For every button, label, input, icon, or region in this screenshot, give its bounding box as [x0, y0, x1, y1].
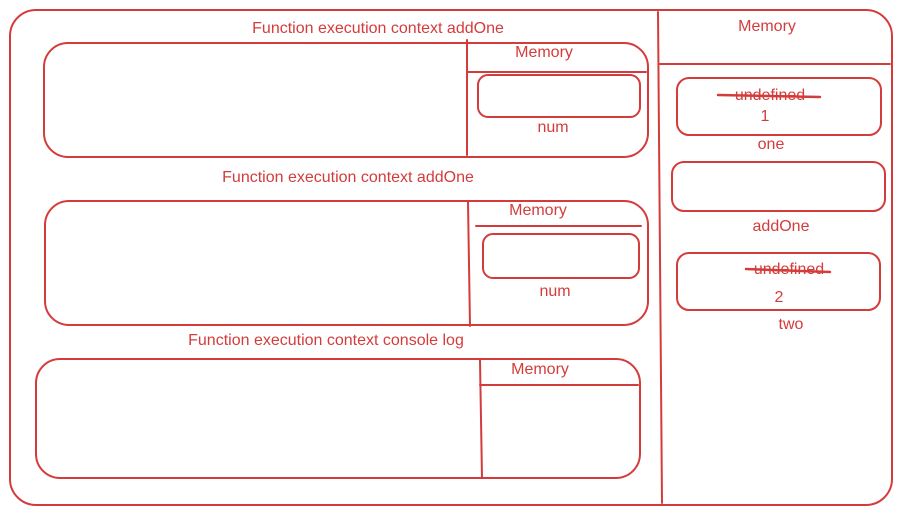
global-slot-one — [676, 77, 882, 136]
global-slot-one-strikethrough — [716, 93, 822, 99]
context-1-num-label: num — [537, 119, 568, 136]
global-slot-addone — [671, 161, 886, 212]
context-1-memory-label: Memory — [515, 44, 573, 61]
context-2-memory-label: Memory — [509, 202, 567, 219]
global-slot-two-label: two — [779, 316, 804, 333]
context-1-num-slot — [477, 74, 641, 118]
context-2-title: Function execution context addOne — [222, 169, 474, 186]
context-1-title: Function execution context addOne — [252, 20, 504, 37]
global-context-frame — [9, 9, 893, 506]
context-2-box — [44, 200, 649, 326]
global-slot-two — [676, 252, 881, 311]
global-slot-one-label: one — [758, 136, 785, 153]
context-1-box — [43, 42, 649, 158]
global-memory-label: Memory — [738, 18, 796, 35]
global-slot-two-value: 2 — [775, 289, 784, 306]
context-2-num-label: num — [539, 283, 570, 300]
context-3-memory-label: Memory — [511, 361, 569, 378]
context-2-num-slot — [482, 233, 640, 279]
context-2-divider — [467, 201, 471, 327]
global-divider — [657, 11, 663, 504]
global-slot-two-strikethrough — [744, 267, 832, 274]
global-slot-addone-label: addOne — [753, 218, 810, 235]
global-slot-one-value: 1 — [761, 108, 770, 125]
context-3-title: Function execution context console log — [188, 332, 464, 349]
context-3-divider — [479, 359, 483, 479]
context-3-box — [35, 358, 641, 479]
